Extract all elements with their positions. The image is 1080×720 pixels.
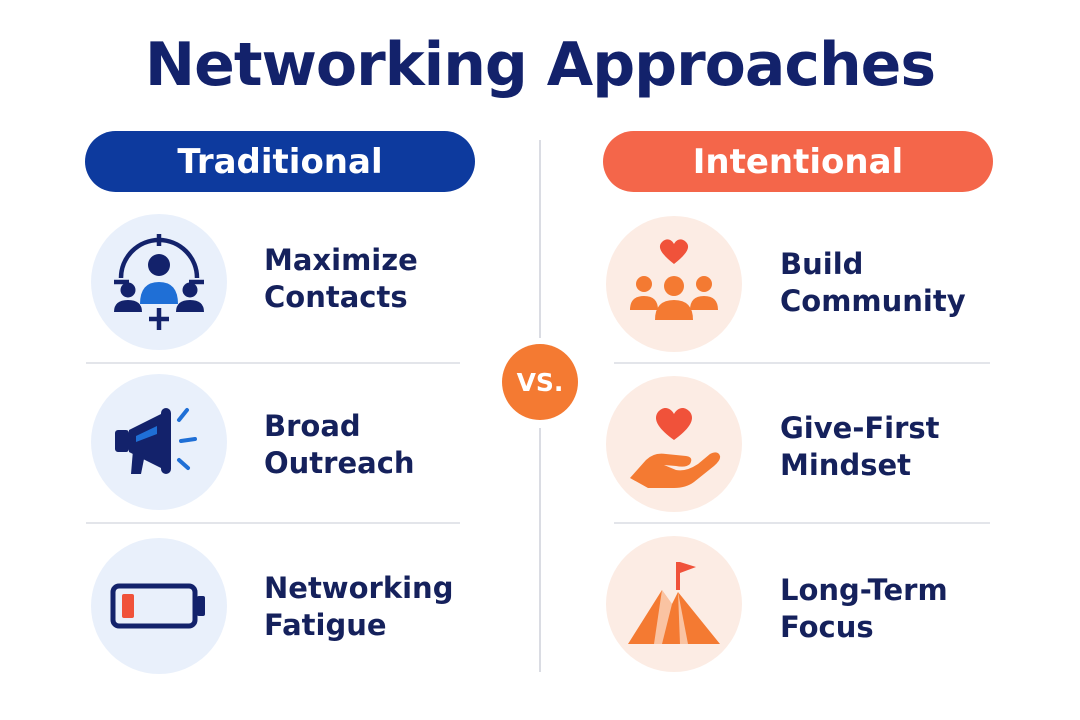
right-divider-2 (614, 522, 990, 524)
networking-fatigue-label: Networking Fatigue (264, 571, 454, 642)
give-first-mindset-label: Give-First Mindset (780, 411, 940, 482)
long-term-focus-label: Long-Term Focus (780, 573, 948, 644)
community-heart-icon (606, 216, 742, 352)
left-divider-2 (86, 522, 460, 524)
contacts-target-icon (91, 214, 227, 350)
intentional-header: Intentional (603, 131, 993, 192)
center-divider-top (539, 140, 541, 338)
mountain-flag-icon (606, 536, 742, 672)
low-battery-icon (91, 538, 227, 674)
maximize-contacts-label: Maximize Contacts (264, 243, 418, 314)
vs-badge: VS. (502, 344, 578, 420)
megaphone-icon (91, 374, 227, 510)
broad-outreach-label: Broad Outreach (264, 409, 415, 480)
build-community-label: Build Community (780, 247, 966, 318)
left-divider-1 (86, 362, 460, 364)
right-divider-1 (614, 362, 990, 364)
heart-hand-icon (606, 376, 742, 512)
center-divider-bottom (539, 428, 541, 672)
traditional-header: Traditional (85, 131, 475, 192)
page-title: Networking Approaches (144, 30, 936, 100)
